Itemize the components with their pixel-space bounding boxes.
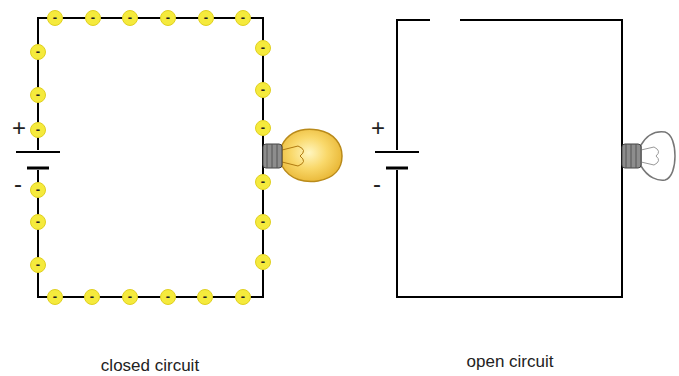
- electron: -: [255, 120, 271, 136]
- electron-charge: -: [261, 175, 265, 188]
- electron: -: [122, 10, 138, 26]
- polarity-sign: -: [14, 172, 22, 196]
- electron: -: [30, 214, 46, 230]
- electron-charge: -: [128, 11, 132, 24]
- electron-charge: -: [261, 121, 265, 134]
- electron: -: [85, 10, 101, 26]
- electron: -: [30, 257, 46, 273]
- caption-text: open circuit: [467, 352, 554, 372]
- electron: -: [160, 289, 176, 305]
- electron-charge: -: [203, 290, 207, 303]
- electron-charge: -: [53, 290, 57, 303]
- electron: -: [30, 87, 46, 103]
- polarity-sign: +: [12, 116, 26, 140]
- electron-charge: -: [91, 11, 95, 24]
- electron-charge: -: [261, 255, 265, 268]
- electron: -: [122, 289, 138, 305]
- electron-charge: -: [36, 215, 40, 228]
- battery-symbol: [375, 152, 419, 168]
- lit-bulb: [263, 129, 342, 181]
- electron: -: [255, 82, 271, 98]
- electron: -: [235, 10, 251, 26]
- electron: -: [255, 174, 271, 190]
- electron-charge: -: [128, 290, 132, 303]
- electron: -: [47, 10, 63, 26]
- electron: -: [30, 44, 46, 60]
- electron-charge: -: [90, 290, 94, 303]
- electron-charge: -: [36, 45, 40, 58]
- electron: -: [255, 214, 271, 230]
- electron: -: [235, 289, 251, 305]
- electron: -: [30, 122, 46, 138]
- electron: -: [255, 40, 271, 56]
- wire: [38, 18, 263, 297]
- wire: [397, 20, 622, 297]
- electron: -: [30, 182, 46, 198]
- electron: -: [47, 289, 63, 305]
- battery-symbol: [16, 152, 60, 168]
- caption-text: closed circuit: [101, 356, 199, 376]
- electron-charge: -: [166, 290, 170, 303]
- electron-charge: -: [241, 290, 245, 303]
- electron-charge: -: [261, 41, 265, 54]
- electron-charge: -: [53, 11, 57, 24]
- electron: -: [84, 289, 100, 305]
- electron-charge: -: [36, 258, 40, 271]
- electron: -: [197, 289, 213, 305]
- electron-charge: -: [241, 11, 245, 24]
- electron-charge: -: [204, 11, 208, 24]
- electron-charge: -: [166, 11, 170, 24]
- electron-charge: -: [36, 88, 40, 101]
- electron-charge: -: [36, 123, 40, 136]
- unlit-bulb: [622, 132, 675, 180]
- electron: -: [160, 10, 176, 26]
- polarity-sign: +: [371, 116, 385, 140]
- electron: -: [198, 10, 214, 26]
- electron: -: [255, 254, 271, 270]
- electron-charge: -: [36, 183, 40, 196]
- polarity-sign: -: [373, 172, 381, 196]
- electron-charge: -: [261, 83, 265, 96]
- electron-charge: -: [261, 215, 265, 228]
